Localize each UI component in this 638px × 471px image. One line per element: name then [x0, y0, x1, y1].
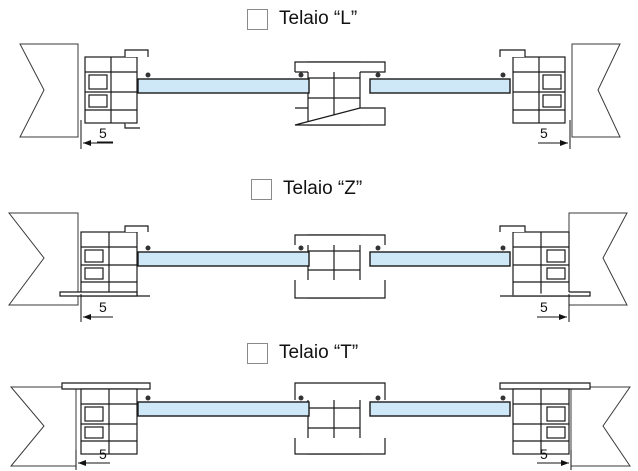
mullion-profile	[294, 382, 386, 455]
mullion-profile	[294, 61, 386, 126]
frame-profile-right	[499, 225, 591, 297]
dimension-right-value: 5	[540, 125, 548, 141]
option-telaio-l-label: Telaio “L”	[279, 8, 358, 29]
option-telaio-t[interactable]: Telaio “T”	[247, 342, 358, 364]
gaskets	[145, 395, 506, 401]
frame-profile-right	[499, 382, 591, 455]
gaskets	[145, 245, 506, 251]
option-telaio-l[interactable]: Telaio “L”	[247, 8, 357, 30]
checkbox-telaio-t[interactable]	[247, 342, 268, 364]
dimension-right: 5	[538, 120, 571, 149]
frame-profile-left	[61, 382, 151, 455]
wall-right	[571, 43, 621, 138]
dimension-left-value: 5	[99, 446, 107, 462]
option-telaio-t-label: Telaio “T”	[279, 342, 359, 363]
frame-profile-left	[84, 49, 149, 129]
glass-pane-left	[137, 401, 310, 417]
checkbox-telaio-z[interactable]	[251, 178, 272, 200]
option-telaio-z[interactable]: Telaio “Z”	[251, 178, 362, 200]
section-telaio-z: 5 5	[7, 212, 628, 322]
glass-pane-left	[137, 251, 310, 267]
frame-profile-left	[59, 225, 150, 297]
dimension-right-value: 5	[540, 446, 548, 462]
wall-left	[9, 386, 77, 467]
gaskets	[145, 72, 506, 78]
dimension-left-value: 5	[99, 299, 107, 315]
dimension-left: 5	[80, 120, 113, 149]
wall-right	[570, 386, 631, 467]
dimension-left: 5	[80, 294, 113, 322]
section-telaio-t: 5 5	[9, 382, 631, 470]
glass-pane-right	[369, 401, 511, 417]
dimension-right-value: 5	[540, 299, 548, 315]
wall-right	[568, 212, 628, 306]
glass-pane-left	[137, 78, 310, 94]
dimension-left: 5	[75, 446, 110, 470]
dimension-right: 5	[537, 294, 570, 322]
mullion-profile	[294, 234, 386, 299]
dimension-left-value: 5	[99, 125, 107, 141]
glass-pane-right	[369, 78, 511, 94]
wall-left	[19, 43, 79, 138]
frame-profile-right	[499, 49, 566, 124]
wall-left	[7, 212, 79, 306]
option-telaio-z-label: Telaio “Z”	[283, 178, 363, 199]
section-telaio-l: 5 5	[19, 43, 621, 149]
checkbox-telaio-l[interactable]	[247, 8, 268, 30]
dimension-right: 5	[537, 446, 572, 470]
glass-pane-right	[369, 251, 511, 267]
